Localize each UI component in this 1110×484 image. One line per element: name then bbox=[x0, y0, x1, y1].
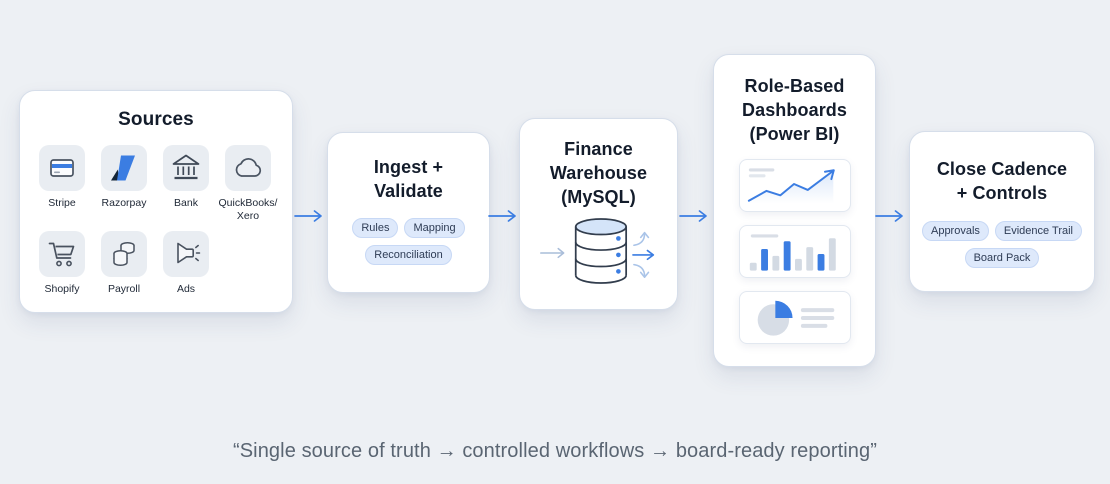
megaphone-icon bbox=[177, 242, 201, 264]
source-item-quickbooks-xero: QuickBooks/ Xero bbox=[217, 145, 279, 222]
source-tile bbox=[101, 145, 147, 192]
razorpay-icon bbox=[111, 155, 135, 181]
source-tile bbox=[163, 231, 209, 278]
bank-icon bbox=[172, 154, 200, 180]
flow-arrow-icon bbox=[294, 210, 322, 222]
source-tile bbox=[225, 145, 271, 192]
cloud-icon bbox=[235, 158, 262, 177]
source-tile bbox=[39, 231, 85, 278]
dashboard-previews bbox=[738, 159, 851, 345]
source-tile bbox=[39, 145, 85, 192]
database-graphic bbox=[535, 213, 663, 296]
pie-chart-icon bbox=[757, 301, 834, 336]
source-item-label: Ads bbox=[176, 283, 196, 296]
flow-arrow-icon bbox=[679, 210, 707, 222]
tag-reconciliation: Reconciliation bbox=[365, 244, 452, 265]
source-item-label: QuickBooks/ Xero bbox=[218, 197, 278, 222]
source-item-stripe: Stripe bbox=[31, 145, 93, 222]
shopping-cart-icon bbox=[48, 242, 75, 267]
tag-rules: Rules bbox=[352, 217, 399, 238]
tag-mapping: Mapping bbox=[404, 217, 465, 238]
bar-chart-card bbox=[738, 225, 851, 279]
tag-evidence-trail: Evidence Trail bbox=[994, 220, 1082, 241]
pie-chart-card bbox=[738, 291, 851, 345]
database-icon bbox=[539, 218, 654, 285]
bar-chart-icon bbox=[749, 234, 836, 271]
source-item-label: Shopify bbox=[44, 283, 80, 296]
sources-row-1: Stripe Razorpay bbox=[31, 145, 281, 222]
line-chart-icon bbox=[747, 168, 835, 204]
dashboards-node: Role-Based Dashboards (Power BI) bbox=[713, 54, 876, 367]
source-tile bbox=[101, 231, 147, 278]
close-cadence-node: Close Cadence + Controls Approvals Evide… bbox=[909, 131, 1095, 292]
flow-arrow-icon bbox=[875, 210, 903, 222]
tag-board-pack: Board Pack bbox=[964, 247, 1040, 268]
tagline: “Single source of truth → controlled wor… bbox=[232, 440, 878, 462]
source-item-payroll: Payroll bbox=[93, 231, 155, 296]
source-tile bbox=[163, 145, 209, 192]
source-item-ads: Ads bbox=[155, 231, 217, 296]
source-item-shopify: Shopify bbox=[31, 231, 93, 296]
line-chart-card bbox=[738, 159, 851, 213]
source-item-bank: Bank bbox=[155, 145, 217, 222]
source-item-razorpay: Razorpay bbox=[93, 145, 155, 222]
coins-icon bbox=[113, 242, 135, 267]
sources-row-2: Shopify Payroll bbox=[31, 231, 281, 296]
source-item-label: Bank bbox=[174, 197, 198, 210]
close-tags: Approvals Evidence Trail Board Pack bbox=[911, 220, 1093, 268]
source-item-label: Payroll bbox=[107, 283, 141, 296]
close-cadence-title: Close Cadence + Controls bbox=[936, 159, 1068, 203]
credit-card-icon bbox=[50, 159, 74, 177]
ingest-validate-title: Ingest + Validate bbox=[373, 157, 444, 201]
ingest-validate-node: Ingest + Validate Rules Mapping Reconcil… bbox=[327, 132, 490, 293]
dashboards-title: Role-Based Dashboards (Power BI) bbox=[741, 76, 848, 144]
source-item-label: Razorpay bbox=[101, 197, 147, 210]
sources-title: Sources bbox=[118, 109, 194, 130]
flow-arrow-icon bbox=[488, 210, 516, 222]
ingest-tags: Rules Mapping Reconciliation bbox=[334, 217, 484, 265]
finance-warehouse-title: Finance Warehouse (MySQL) bbox=[549, 139, 648, 207]
source-item-label: Stripe bbox=[48, 197, 76, 210]
tag-approvals: Approvals bbox=[921, 220, 989, 241]
sources-panel: Sources Stripe bbox=[19, 90, 293, 313]
finance-warehouse-node: Finance Warehouse (MySQL) bbox=[519, 118, 678, 310]
